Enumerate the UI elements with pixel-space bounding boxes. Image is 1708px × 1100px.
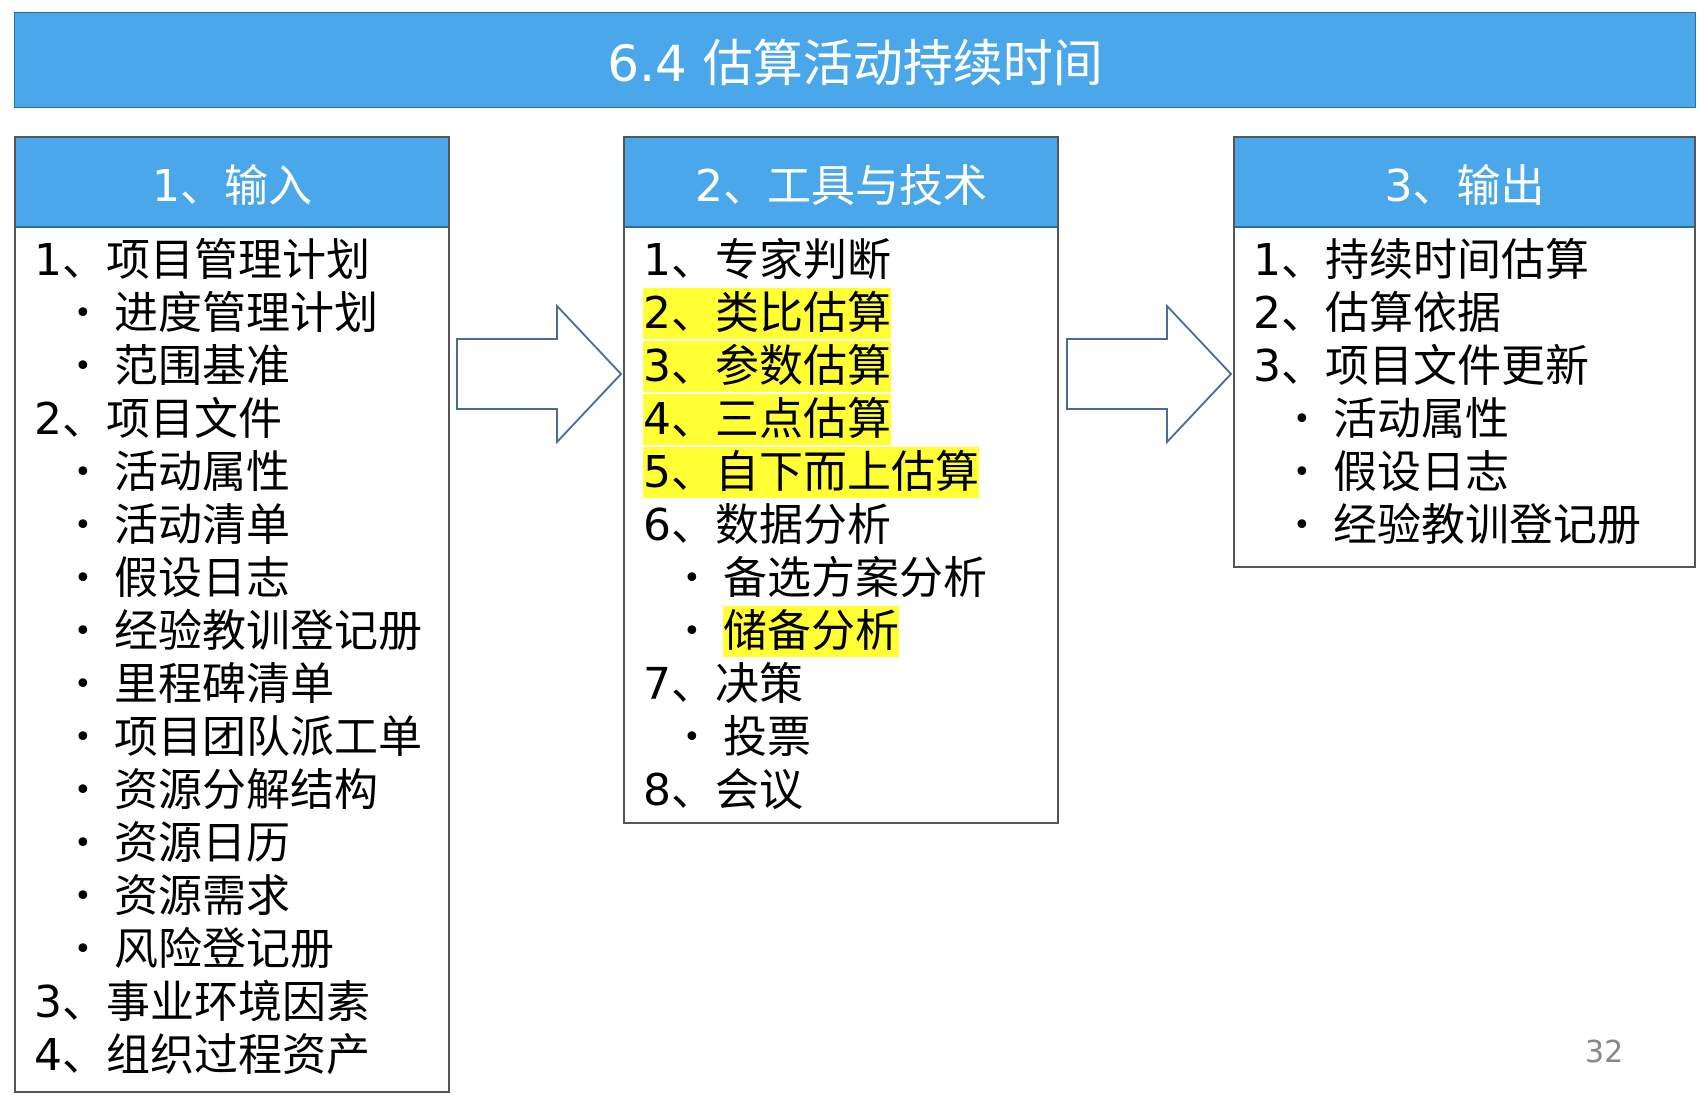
- list-item: 4、三点估算: [643, 393, 1057, 446]
- bullet-icon: •: [1293, 455, 1311, 490]
- arrow-tools-to-outputs: [1066, 304, 1233, 444]
- page-number: 32: [1585, 1035, 1624, 1070]
- item-text: 活动属性: [114, 447, 290, 498]
- list-item: 1、项目管理计划: [34, 234, 448, 287]
- item-text: 里程碑清单: [114, 659, 334, 710]
- item-text: 资源日历: [114, 818, 290, 869]
- bullet-icon: •: [74, 667, 92, 702]
- highlighted-item-text: 4、三点估算: [643, 394, 891, 445]
- highlighted-item-text: 2、类比估算: [643, 288, 891, 339]
- item-text: 范围基准: [114, 341, 290, 392]
- list-item: • 经验教训登记册: [1253, 499, 1694, 552]
- list-item: 1、专家判断: [643, 234, 1057, 287]
- item-text: 经验教训登记册: [1333, 500, 1641, 551]
- highlighted-item-text: 3、参数估算: [643, 341, 891, 392]
- item-text: 备选方案分析: [723, 553, 987, 604]
- outputs-heading: 3、输出: [1235, 138, 1694, 228]
- inputs-heading: 1、输入: [16, 138, 448, 228]
- list-item: • 里程碑清单: [34, 658, 448, 711]
- bullet-icon: •: [1293, 402, 1311, 437]
- list-item: • 项目团队派工单: [34, 711, 448, 764]
- item-text: 3、项目文件更新: [1253, 341, 1589, 392]
- item-text: 经验教训登记册: [114, 606, 422, 657]
- item-text: 7、决策: [643, 659, 803, 710]
- bullet-icon: •: [74, 349, 92, 384]
- list-item: • 假设日志: [34, 552, 448, 605]
- item-text: 2、估算依据: [1253, 288, 1501, 339]
- tools-heading: 2、工具与技术: [625, 138, 1057, 228]
- item-text: 资源分解结构: [114, 765, 378, 816]
- bullet-icon: •: [74, 932, 92, 967]
- bullet-icon: •: [74, 508, 92, 543]
- list-item: • 投票: [643, 711, 1057, 764]
- list-item: • 经验教训登记册: [34, 605, 448, 658]
- list-item: • 备选方案分析: [643, 552, 1057, 605]
- list-item: 2、类比估算: [643, 287, 1057, 340]
- bullet-icon: •: [683, 720, 701, 755]
- item-text: 风险登记册: [114, 924, 334, 975]
- list-item: • 储备分析: [643, 605, 1057, 658]
- bullet-icon: •: [74, 773, 92, 808]
- bullet-icon: •: [683, 561, 701, 596]
- bullet-icon: •: [74, 614, 92, 649]
- list-item: 2、估算依据: [1253, 287, 1694, 340]
- item-text: 2、项目文件: [34, 394, 282, 445]
- bullet-icon: •: [74, 720, 92, 755]
- item-text: 8、会议: [643, 765, 803, 816]
- bullet-icon: •: [683, 614, 701, 649]
- list-item: 7、决策: [643, 658, 1057, 711]
- arrow-inputs-to-tools: [456, 304, 623, 444]
- list-item: • 资源需求: [34, 870, 448, 923]
- item-text: 1、项目管理计划: [34, 235, 370, 286]
- list-item: • 范围基准: [34, 340, 448, 393]
- item-text: 项目团队派工单: [114, 712, 422, 763]
- list-item: 6、数据分析: [643, 499, 1057, 552]
- list-item: 3、项目文件更新: [1253, 340, 1694, 393]
- item-text: 假设日志: [114, 553, 290, 604]
- list-item: • 资源日历: [34, 817, 448, 870]
- list-item: 2、项目文件: [34, 393, 448, 446]
- bullet-icon: •: [74, 561, 92, 596]
- diagram-title: 6.4 估算活动持续时间: [14, 12, 1696, 108]
- item-text: 进度管理计划: [114, 288, 378, 339]
- highlighted-item-text: 5、自下而上估算: [643, 447, 979, 498]
- list-item: • 进度管理计划: [34, 287, 448, 340]
- list-item: • 活动清单: [34, 499, 448, 552]
- item-text: 1、专家判断: [643, 235, 891, 286]
- item-text: 活动清单: [114, 500, 290, 551]
- list-item: 3、事业环境因素: [34, 976, 448, 1029]
- list-item: • 资源分解结构: [34, 764, 448, 817]
- bullet-icon: •: [74, 879, 92, 914]
- list-item: • 风险登记册: [34, 923, 448, 976]
- bullet-icon: •: [74, 826, 92, 861]
- bullet-icon: •: [74, 296, 92, 331]
- list-item: • 假设日志: [1253, 446, 1694, 499]
- list-item: 1、持续时间估算: [1253, 234, 1694, 287]
- list-item: 4、组织过程资产: [34, 1029, 448, 1082]
- highlighted-item-text: 储备分析: [723, 606, 899, 657]
- list-item: • 活动属性: [1253, 393, 1694, 446]
- item-text: 6、数据分析: [643, 500, 891, 551]
- item-text: 活动属性: [1333, 394, 1509, 445]
- list-item: • 活动属性: [34, 446, 448, 499]
- bullet-icon: •: [1293, 508, 1311, 543]
- list-item: 8、会议: [643, 764, 1057, 817]
- list-item: 3、参数估算: [643, 340, 1057, 393]
- item-text: 资源需求: [114, 871, 290, 922]
- item-text: 假设日志: [1333, 447, 1509, 498]
- bullet-icon: •: [74, 455, 92, 490]
- item-text: 3、事业环境因素: [34, 977, 370, 1028]
- item-text: 投票: [723, 712, 811, 763]
- list-item: 5、自下而上估算: [643, 446, 1057, 499]
- item-text: 4、组织过程资产: [34, 1030, 370, 1081]
- item-text: 1、持续时间估算: [1253, 235, 1589, 286]
